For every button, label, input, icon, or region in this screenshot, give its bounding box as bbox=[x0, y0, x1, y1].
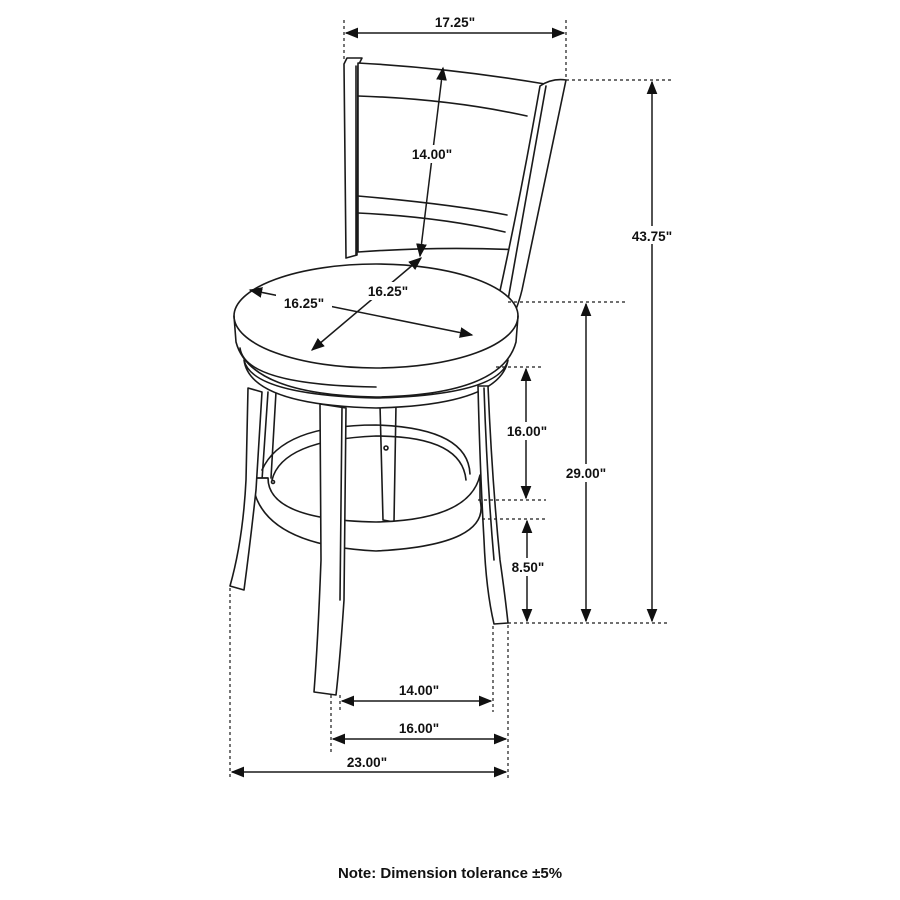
label-overall-height: 43.75" bbox=[632, 229, 672, 244]
tolerance-note: Note: Dimension tolerance ±5% bbox=[337, 865, 563, 882]
label-back-height: 14.00" bbox=[412, 147, 452, 162]
chair-outline bbox=[229, 57, 567, 696]
dim-line-16-25-depth bbox=[310, 257, 423, 351]
dimension-labels: 17.25" 14.00" 16.25" 16.25" 43.75" 29.00… bbox=[276, 15, 682, 770]
label-seat-depth: 16.25" bbox=[368, 284, 408, 299]
label-footrest-height: 8.50" bbox=[512, 560, 545, 575]
label-seat-width: 16.25" bbox=[284, 296, 324, 311]
label-overall-width: 17.25" bbox=[435, 15, 475, 30]
label-seat-to-footrest: 16.00" bbox=[507, 424, 547, 439]
label-overall-base-width: 23.00" bbox=[347, 755, 387, 770]
label-seat-height: 29.00" bbox=[566, 466, 606, 481]
label-leg-span-front: 16.00" bbox=[399, 721, 439, 736]
dimension-lines bbox=[229, 20, 672, 780]
label-inner-leg-span: 14.00" bbox=[399, 683, 439, 698]
